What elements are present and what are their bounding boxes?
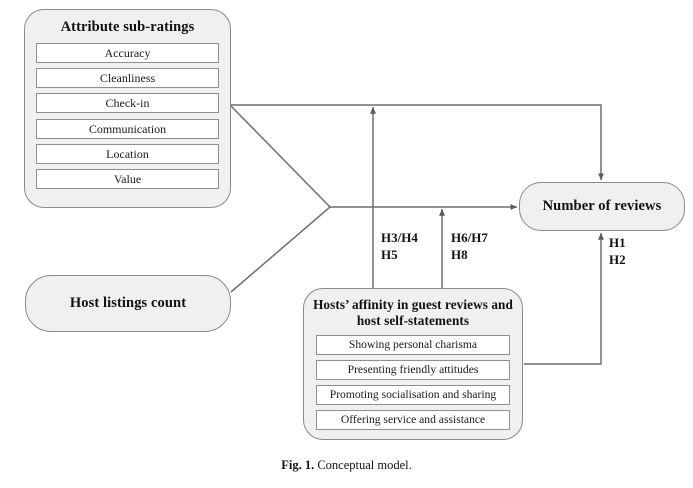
- attribute-item-location: Location: [36, 143, 219, 164]
- hypothesis-label-h1-h2: H1 H2: [609, 235, 626, 267]
- attribute-item-accuracy: Accuracy: [36, 43, 219, 63]
- hosts-affinity-item-friendly-attitudes: Presenting friendly attitudes: [316, 360, 510, 380]
- attribute-item-communication: Communication: [36, 118, 219, 139]
- node-attribute-sub-ratings-title: Attribute sub-ratings: [60, 19, 195, 35]
- hosts-affinity-item-charisma: Showing personal charisma: [316, 335, 510, 355]
- hosts-affinity-item-socialisation-sharing: Promoting socialisation and sharing: [316, 385, 510, 405]
- attribute-item-list: Accuracy Cleanliness Check-in Communicat…: [25, 43, 230, 189]
- wire-attributes-to-junction: [230, 105, 331, 208]
- node-number-of-reviews-title: Number of reviews: [542, 198, 662, 214]
- attribute-item-value: Value: [36, 168, 219, 189]
- node-attribute-sub-ratings: Attribute sub-ratings Accuracy Cleanline…: [24, 9, 231, 208]
- hypothesis-label-h6-h7-h8: H6/H7 H8: [451, 230, 488, 262]
- wire-host-listings-to-junction: [230, 206, 331, 293]
- hosts-affinity-item-list: Showing personal charisma Presenting fri…: [304, 335, 522, 430]
- figure-caption-label: Fig. 1.: [281, 458, 315, 472]
- figure-caption: Fig. 1. Conceptual model.: [0, 458, 693, 473]
- node-hosts-affinity-title: Hosts’ affinity in guest reviews and hos…: [313, 297, 513, 328]
- hypothesis-label-h3-h4-h5: H3/H4 H5: [381, 230, 418, 262]
- attribute-item-check-in: Check-in: [36, 93, 219, 114]
- node-host-listings-count: Host listings count: [25, 275, 231, 332]
- wire-attributes-to-reviews-top: [231, 104, 604, 180]
- attribute-item-cleanliness: Cleanliness: [36, 68, 219, 89]
- node-host-listings-count-title: Host listings count: [69, 295, 187, 311]
- node-number-of-reviews: Number of reviews: [519, 182, 685, 231]
- figure-caption-text: Conceptual model.: [317, 458, 412, 472]
- wire-hosts-affinity-to-reviews-bottom: [524, 233, 604, 365]
- node-hosts-affinity: Hosts’ affinity in guest reviews and hos…: [303, 288, 523, 440]
- hosts-affinity-item-service-assistance: Offering service and assistance: [316, 410, 510, 430]
